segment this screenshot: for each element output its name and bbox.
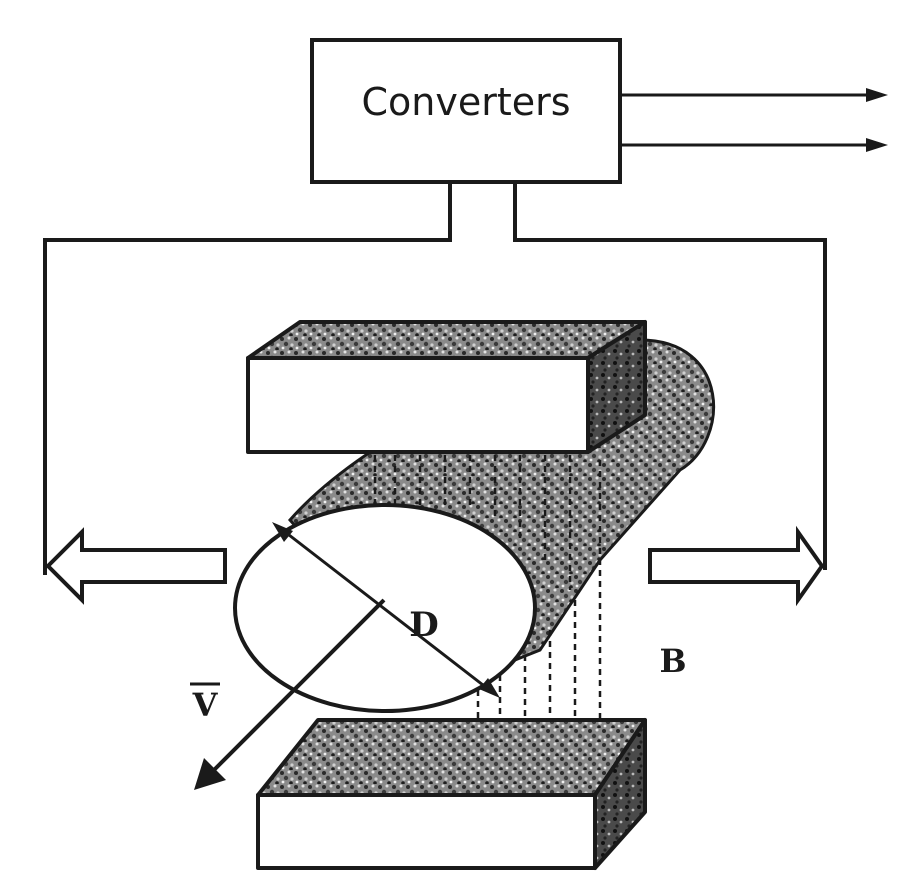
top-magnet-top-face xyxy=(246,320,647,360)
diameter-line xyxy=(279,526,493,694)
bottom-magnet xyxy=(256,718,647,870)
left-electrode-arrow xyxy=(45,527,227,605)
diameter-arrow-end xyxy=(479,678,500,698)
output-arrow-lower-head xyxy=(866,138,888,152)
top-magnet-front-face xyxy=(246,356,590,454)
bottom-magnet-top-face xyxy=(256,718,647,797)
right-electrode-wire xyxy=(513,182,827,570)
velocity-label: V xyxy=(192,686,219,724)
diameter-label: D xyxy=(409,605,438,645)
converter-label: Converters xyxy=(361,80,570,124)
output-arrow-upper-head xyxy=(866,88,888,102)
top-magnet xyxy=(246,320,647,454)
pipe-cross-section: D xyxy=(233,503,537,713)
velocity-arrow-head xyxy=(194,758,226,790)
diameter-arrow-start xyxy=(272,522,293,542)
field-label: B xyxy=(659,642,686,680)
magnetic-field-lines xyxy=(373,455,602,730)
bottom-magnet-front-face xyxy=(256,793,597,870)
left-electrode-wire xyxy=(43,182,452,575)
velocity-vector: V xyxy=(190,598,386,790)
electrode-arrows xyxy=(45,525,825,607)
output-arrows xyxy=(620,88,888,152)
converter-box: Converters xyxy=(310,38,622,184)
right-electrode-arrow xyxy=(648,525,825,607)
electrode-wires xyxy=(43,182,827,575)
